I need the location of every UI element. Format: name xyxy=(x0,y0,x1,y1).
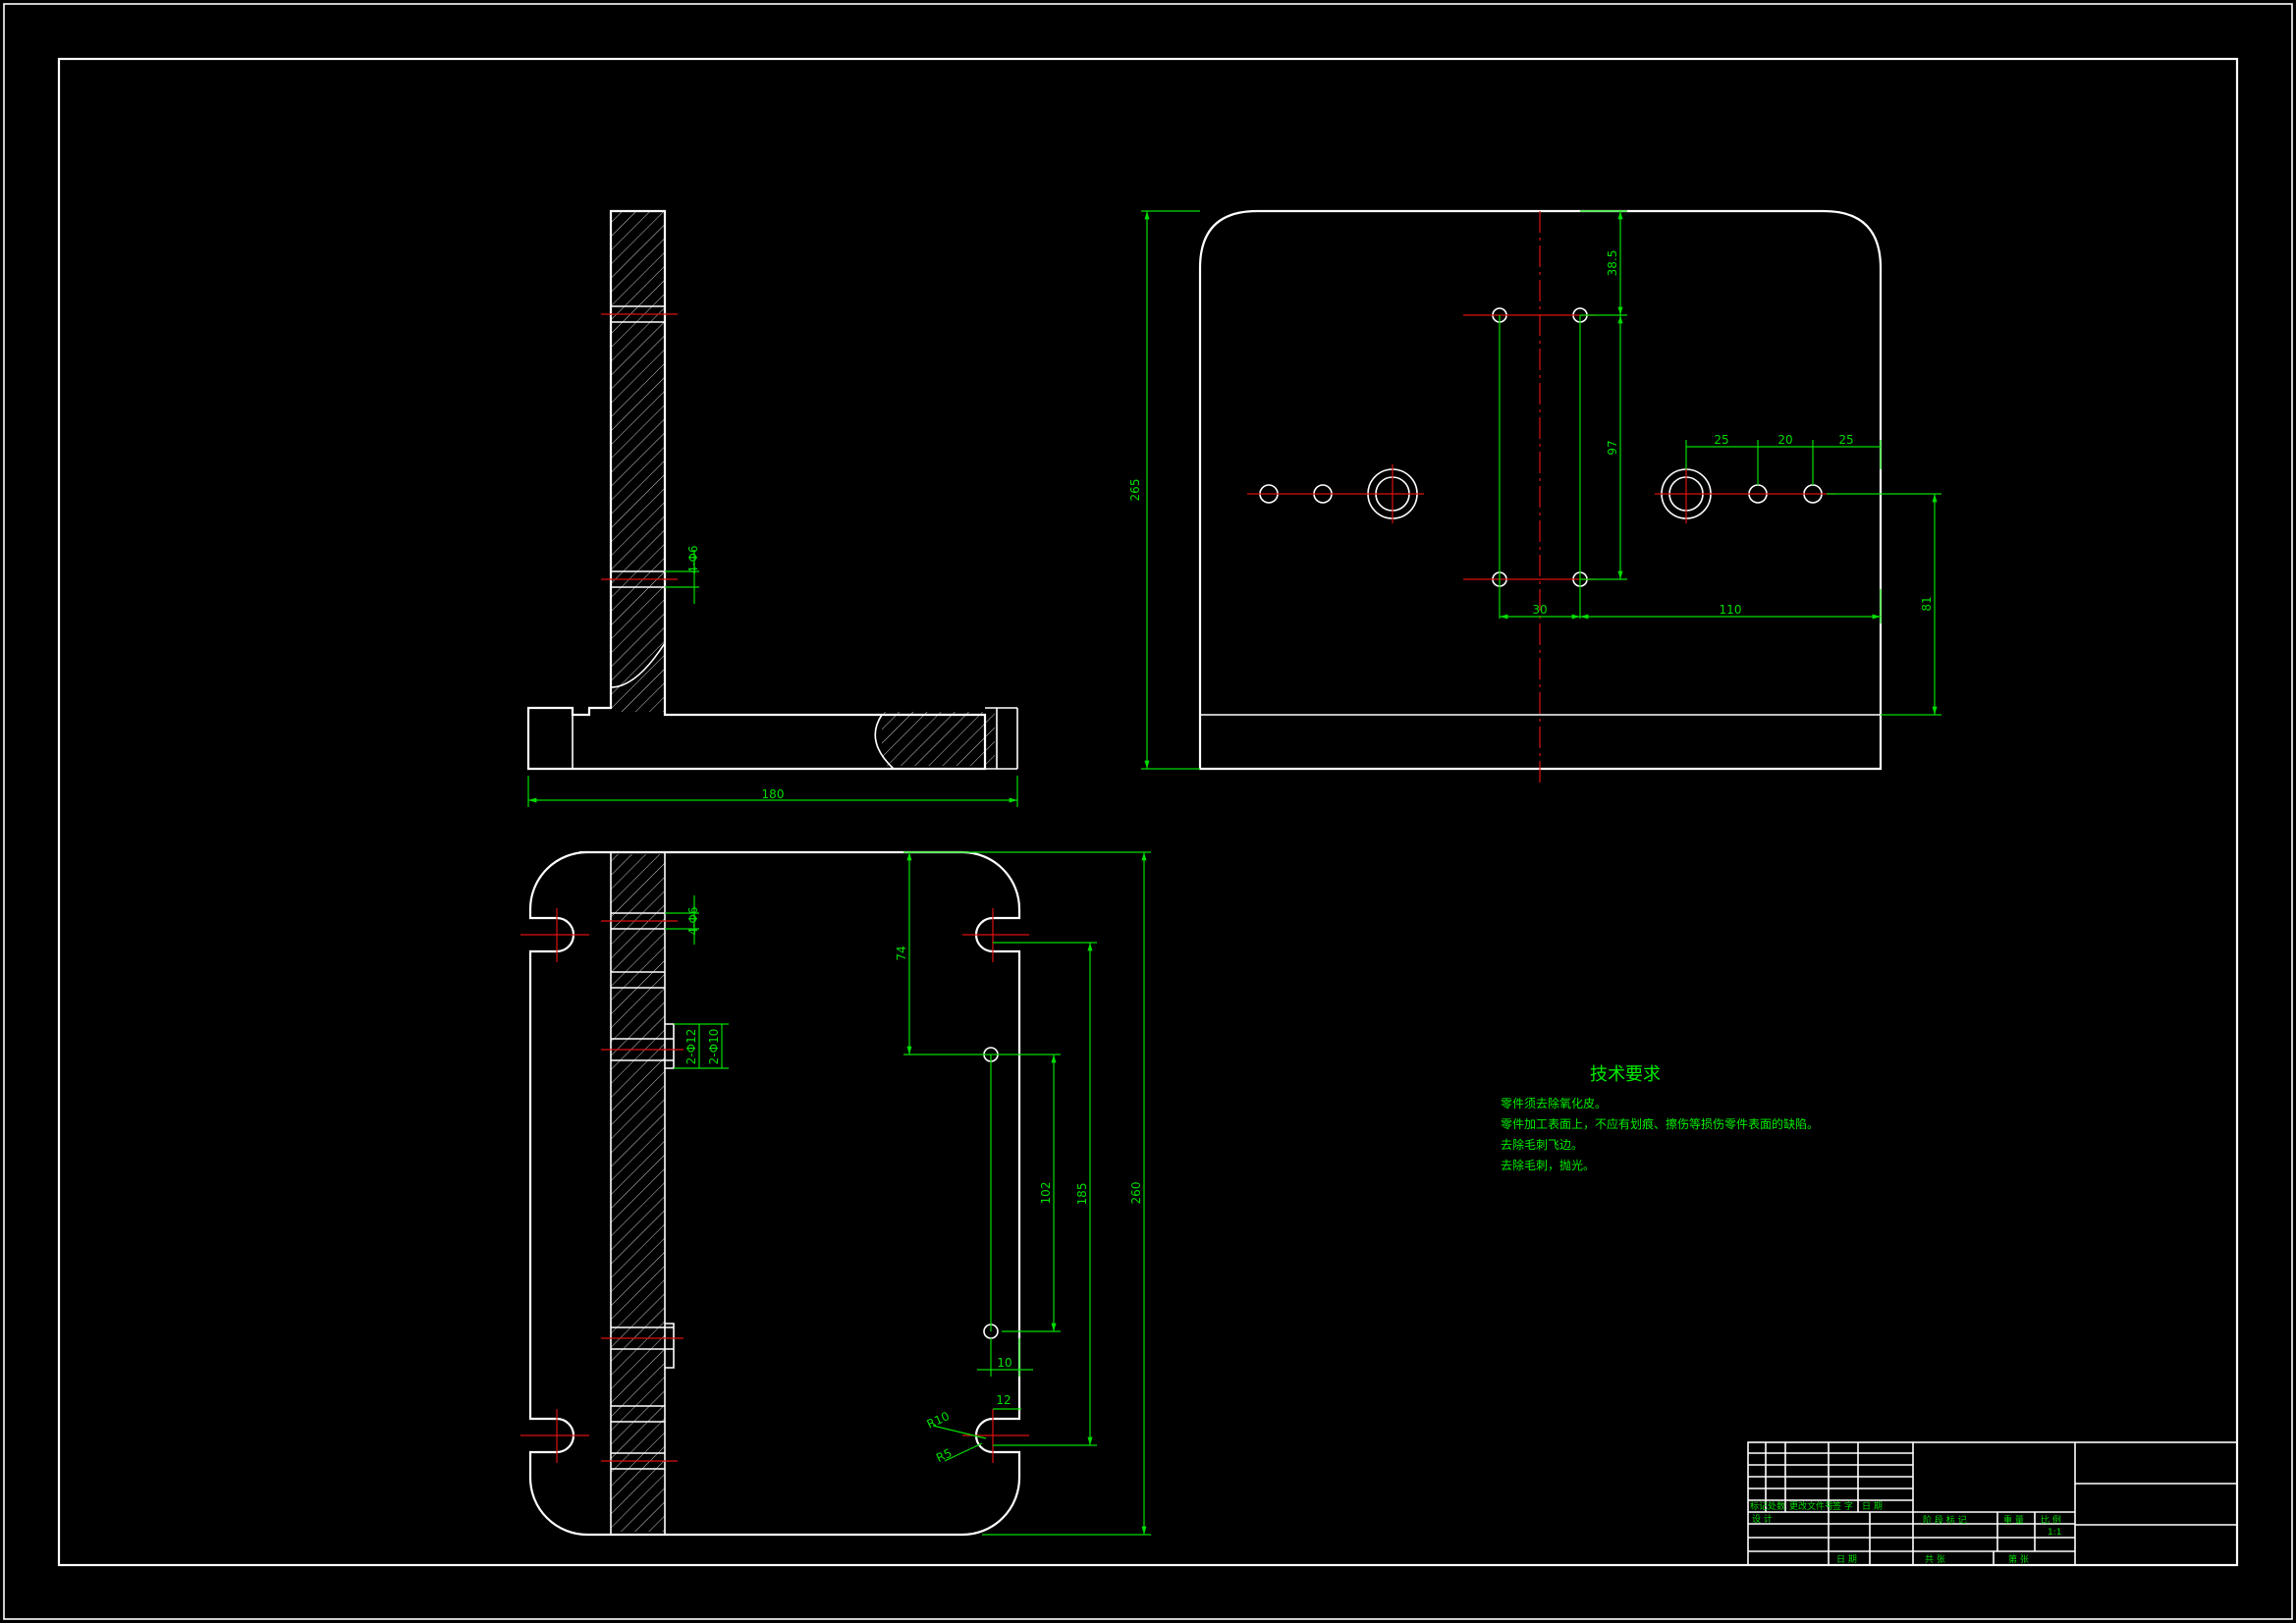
front-view: 265 38.5 97 25 20 25 30 110 81 xyxy=(1128,209,1941,785)
drawing-frame xyxy=(57,57,2239,1567)
tb-scale-value: 1:1 xyxy=(2048,1528,2061,1538)
title-block: 标记 处数 更改文件号 签 字 日 期 设 计 日 期 阶 段 标 记 重 量 … xyxy=(1747,1441,2238,1566)
notes-line-2: 零件加工表面上，不应有划痕、擦伤等损伤零件表面的缺陷。 xyxy=(1501,1116,1819,1131)
dim-plan-height: 260 xyxy=(1129,1182,1143,1205)
dim-front-height: 265 xyxy=(1128,479,1142,502)
dim-plan-r10: R10 xyxy=(925,1409,952,1432)
outer-border xyxy=(3,3,2293,1620)
plan-outline xyxy=(528,850,1021,1537)
dim-front-top: 38.5 xyxy=(1606,250,1619,277)
dim-front-bottom: 81 xyxy=(1920,596,1934,611)
dim-plan-bore: 4-Φ6 xyxy=(686,906,700,935)
dim-plan-x12: 12 xyxy=(996,1393,1011,1407)
dim-plan-pitch: 102 xyxy=(1039,1182,1053,1205)
tb-rev-0: 标记 xyxy=(1750,1500,1768,1512)
notes-line-3: 去除毛刺飞边。 xyxy=(1501,1137,1583,1152)
dim-plan-x10: 10 xyxy=(997,1356,1011,1370)
side-view: 180 4-Φ6 xyxy=(526,209,1018,807)
front-outline xyxy=(1198,209,1883,771)
dim-front-right: 110 xyxy=(1720,603,1742,617)
dim-side-width: 180 xyxy=(762,787,785,801)
plan-view: 4-Φ6 2-Φ12 2-Φ10 74 102 185 260 10 12 R1… xyxy=(520,850,1151,1537)
dim-front-spacing-b: 20 xyxy=(1777,433,1792,447)
technical-notes: 技术要求 零件须去除氧化皮。 零件加工表面上，不应有划痕、擦伤等损伤零件表面的缺… xyxy=(1501,1064,1819,1172)
tb-rev-3: 签 字 xyxy=(1832,1500,1853,1512)
tb-rev-1: 处数 xyxy=(1768,1500,1785,1512)
dim-front-center-x: 30 xyxy=(1532,603,1547,617)
tb-weight: 重 量 xyxy=(2003,1514,2024,1526)
dim-plan-offset: 74 xyxy=(895,946,908,960)
side-base-hatch xyxy=(882,712,995,766)
dim-front-pitch: 97 xyxy=(1606,440,1619,455)
tb-stage: 阶 段 标 记 xyxy=(1923,1514,1967,1526)
dim-plan-span: 185 xyxy=(1075,1183,1089,1206)
tb-rev-4: 日 期 xyxy=(1862,1501,1883,1512)
side-outline xyxy=(526,209,987,771)
plan-hatch xyxy=(611,854,665,1532)
dim-front-spacing-a: 25 xyxy=(1714,433,1728,447)
dim-front-spacing-c: 25 xyxy=(1838,433,1853,447)
tb-design: 设 计 xyxy=(1752,1513,1773,1525)
tb-date: 日 期 xyxy=(1836,1554,1857,1565)
tb-sheets-total: 共 张 xyxy=(1925,1554,1945,1565)
tb-rev-2: 更改文件号 xyxy=(1789,1500,1833,1512)
notes-line-4: 去除毛刺，抛光。 xyxy=(1501,1158,1595,1172)
dim-side-bore: 4-Φ6 xyxy=(686,545,700,573)
dim-plan-hole-b: 2-Φ10 xyxy=(707,1029,721,1065)
tb-sheet: 第 张 xyxy=(2008,1553,2029,1565)
side-vertical-hatch xyxy=(611,211,665,712)
dim-plan-r5: R5 xyxy=(934,1446,954,1465)
notes-heading: 技术要求 xyxy=(1590,1064,1661,1085)
tb-scale: 比 例 xyxy=(2041,1514,2061,1526)
notes-line-1: 零件须去除氧化皮。 xyxy=(1501,1096,1607,1110)
dim-plan-hole-a: 2-Φ12 xyxy=(684,1029,698,1065)
